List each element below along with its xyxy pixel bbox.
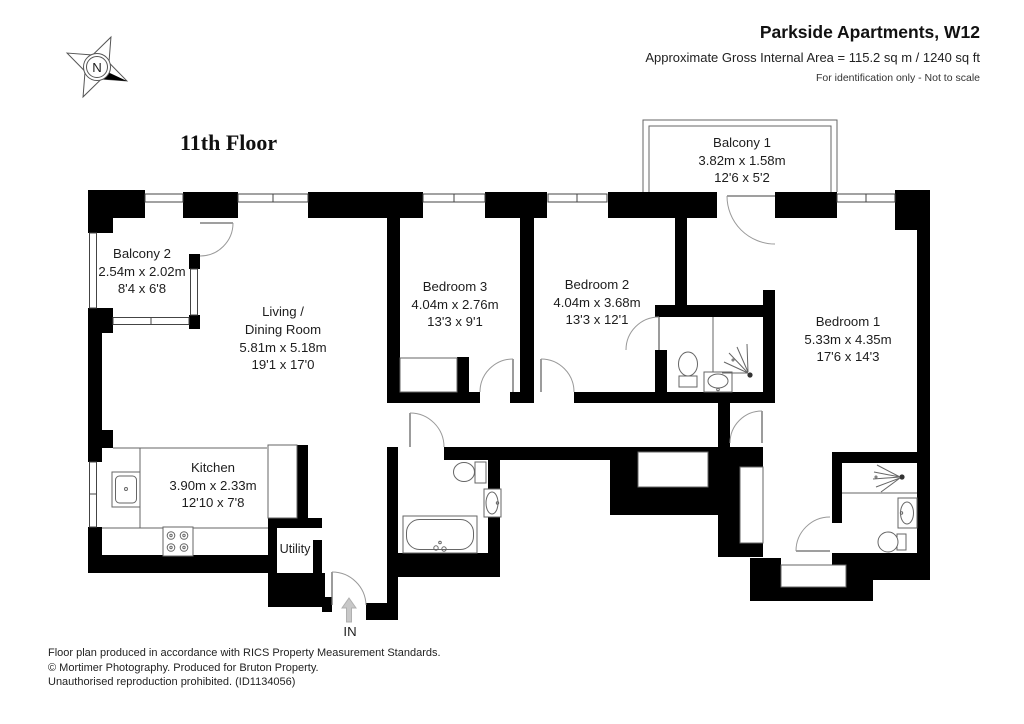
hall-closet	[637, 451, 709, 488]
label-bedroom1: Bedroom 1 5.33m x 4.35m 17'6 x 14'3	[804, 314, 891, 364]
room-dims-imperial: 12'10 x 7'8	[182, 495, 245, 510]
wardrobe	[739, 466, 764, 544]
compass-north-label: N	[92, 60, 102, 75]
label-balcony1: Balcony 1 3.82m x 1.58m 12'6 x 5'2	[698, 135, 785, 185]
doors	[199, 195, 831, 606]
room-dims-imperial: 12'6 x 5'2	[714, 170, 770, 185]
window-icon	[190, 268, 198, 316]
door-bathroom	[409, 412, 445, 448]
gross-area-text: Approximate Gross Internal Area = 115.2 …	[645, 50, 980, 65]
door-balcony2	[199, 222, 234, 257]
basin-icon	[483, 488, 502, 518]
basin-icon	[703, 371, 733, 393]
header: Parkside Apartments, W12 Approximate Gro…	[645, 22, 980, 84]
basin-icon	[897, 497, 918, 529]
toilet-icon	[678, 351, 698, 388]
footer-line: Floor plan produced in accordance with R…	[48, 647, 441, 659]
room-name: Balcony 2	[113, 246, 171, 261]
compass-icon: N	[65, 35, 129, 99]
room-dims-metric: 5.81m x 5.18m	[239, 340, 326, 355]
fixtures	[111, 343, 918, 557]
room-dims-imperial: 13'3 x 9'1	[427, 314, 483, 329]
room-dims-metric: 4.04m x 2.76m	[411, 297, 498, 312]
balcony-railing	[642, 119, 838, 192]
shower-icon	[722, 343, 753, 378]
toilet-icon	[877, 531, 907, 553]
room-dims-imperial: 19'1 x 17'0	[252, 357, 315, 372]
room-dims-imperial: 17'6 x 14'3	[817, 349, 880, 364]
room-labels: 11th Floor Balcony 1 3.82m x 1.58m 12'6 …	[98, 130, 891, 639]
label-bedroom3: Bedroom 3 4.04m x 2.76m 13'3 x 9'1	[411, 279, 498, 329]
wardrobe	[399, 357, 458, 393]
room-name: Living /	[262, 304, 304, 319]
toilet-icon	[453, 461, 487, 484]
walls	[88, 190, 930, 620]
page-title: Parkside Apartments, W12	[759, 22, 980, 42]
entrance-label: IN	[343, 624, 356, 639]
room-name: Bedroom 2	[565, 277, 630, 292]
room-dims-metric: 5.33m x 4.35m	[804, 332, 891, 347]
room-name: Bedroom 3	[423, 279, 488, 294]
door-entrance	[331, 571, 367, 606]
room-dims-metric: 4.04m x 3.68m	[553, 295, 640, 310]
room-name: Balcony 1	[713, 135, 771, 150]
built-ins	[102, 317, 917, 588]
label-balcony2: Balcony 2 2.54m x 2.02m 8'4 x 6'8	[98, 246, 185, 296]
label-utility: Utility	[280, 542, 311, 556]
door-bedroom2	[540, 358, 575, 393]
door-bedroom3	[479, 358, 514, 393]
kitchen-sink-icon	[111, 471, 141, 508]
footer: Floor plan produced in accordance with R…	[48, 646, 441, 690]
room-dims-metric: 3.90m x 2.33m	[169, 478, 256, 493]
threshold	[780, 564, 847, 588]
stove-icon	[162, 526, 194, 557]
footer-line: Unauthorised reproduction prohibited. (I…	[48, 676, 296, 688]
floor-title: 11th Floor	[180, 130, 277, 155]
room-dims-imperial: 13'3 x 12'1	[566, 312, 629, 327]
windows	[89, 119, 896, 528]
room-name: Kitchen	[191, 460, 235, 475]
door-balcony1	[726, 195, 776, 245]
room-name: Bedroom 1	[816, 314, 881, 329]
door-ensuite1	[795, 516, 831, 552]
disclaimer-text: For identification only - Not to scale	[816, 72, 980, 84]
label-bedroom2: Bedroom 2 4.04m x 3.68m 13'3 x 12'1	[553, 277, 640, 327]
bathtub-icon	[402, 515, 478, 554]
shower-icon	[872, 464, 905, 493]
door-ensuite2	[625, 316, 660, 351]
window-icon	[89, 232, 97, 309]
footer-line: © Mortimer Photography. Produced for Bru…	[48, 661, 319, 674]
label-kitchen: Kitchen 3.90m x 2.33m 12'10 x 7'8	[169, 460, 256, 510]
door-bedroom1	[729, 410, 763, 444]
room-dims-imperial: 8'4 x 6'8	[118, 281, 166, 296]
label-living-dining: Living / Dining Room 5.81m x 5.18m 19'1 …	[239, 304, 326, 372]
storage-closet	[267, 444, 298, 519]
entrance-arrow-icon	[341, 597, 357, 623]
room-dims-metric: 3.82m x 1.58m	[698, 153, 785, 168]
room-dims-metric: 2.54m x 2.02m	[98, 264, 185, 279]
room-name: Dining Room	[245, 322, 321, 337]
window-icon	[144, 193, 184, 203]
